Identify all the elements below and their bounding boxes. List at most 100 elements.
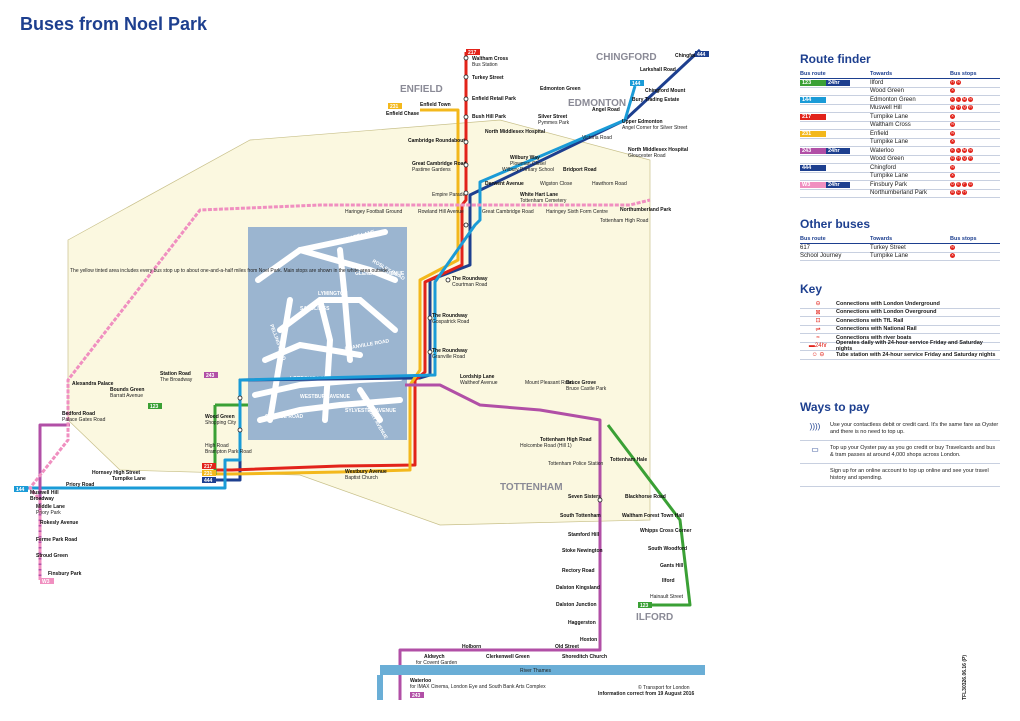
key-text: Connections with London Overground	[836, 309, 937, 316]
badge-w3-left-text: W3	[42, 579, 50, 585]
pay-item: ▭Top up your Oyster pay as you go credit…	[800, 441, 1000, 464]
stop-letter-icon: H	[956, 156, 961, 162]
stop-hornsey-high-street: Hornsey High Street	[92, 470, 140, 476]
stop-letter-icon: X	[950, 113, 955, 119]
key-item: ⊠Connections with London Overground	[800, 309, 1000, 317]
stop-priory-park: Priory Park	[36, 510, 61, 516]
ways-to-pay-heading: Ways to pay	[800, 400, 870, 414]
route-cell	[800, 172, 870, 181]
key-symbol-icon: ☺ ⊖	[811, 352, 825, 359]
key-item: ≈Connections with river boats	[800, 334, 1000, 343]
stop-granville-road: Granville Road	[432, 354, 465, 360]
stop-roundway-3: The Roundway	[432, 348, 468, 354]
area-edmonton: EDMONTON	[568, 98, 626, 109]
stop-letter-icon: R	[968, 156, 973, 162]
key-heading: Key	[800, 282, 823, 296]
stop-larkshall-road: Larkshall Road	[640, 67, 676, 73]
stop-seven-sisters: Seven Sisters	[568, 494, 601, 500]
route-number-badge: 217	[800, 113, 826, 120]
route-number-badge: 144	[800, 96, 826, 103]
stop-holcombe-road: Holcombe Road (Hill 1)	[520, 443, 572, 449]
stop-white-hart-lane: White Hart Lane	[520, 192, 558, 198]
stop-letter-icon: F	[962, 181, 967, 187]
stop-letter-icon: N	[968, 96, 973, 102]
route-cell	[800, 189, 870, 198]
badge-123-east-text: 123	[640, 603, 649, 609]
badge-123-east	[638, 602, 652, 608]
pay-item: ))))Use your contactless debit or credit…	[800, 418, 1000, 441]
stop-stamford-hill: Stamford Hill	[568, 532, 600, 538]
route-cell: 144	[800, 95, 870, 105]
stop-bush-hill-park: Bush Hill Park	[472, 114, 506, 120]
stop-haringey-football: Haringey Football Ground	[345, 209, 402, 215]
key-item: ⊖Connections with London Underground	[800, 300, 1000, 309]
stop-bridport-road: Bridport Road	[563, 167, 597, 173]
stops-cell: N	[950, 129, 1000, 139]
route-cell	[800, 87, 870, 96]
stop-south-tottenham: South Tottenham	[560, 513, 601, 519]
key-items: ⊖Connections with London Underground⊠Con…	[800, 300, 1000, 360]
badge-243-bottom-text: 243	[412, 693, 421, 699]
key-symbol-icon: ≈	[816, 334, 820, 341]
stop-marker	[463, 222, 469, 228]
towards-cell: Wood Green	[870, 87, 950, 96]
stop-rectory-road: Rectory Road	[562, 568, 595, 574]
stop-wood-green: Wood Green	[205, 414, 235, 420]
stop-wilbury-way: Wilbury Way	[510, 155, 540, 161]
ways-to-pay-panel: Ways to pay ))))Use your contactless deb…	[800, 400, 1000, 487]
stop-letter-icon: D	[950, 181, 955, 187]
stop-derwent-avenue: Derwent Avenue	[485, 181, 524, 187]
route-number-badge: 444	[800, 164, 826, 171]
route-finder-panel: Route finder Bus route Towards Bus stops…	[800, 52, 1000, 198]
stop-letter-icon: K	[950, 147, 955, 153]
stops-cell: N	[950, 121, 1000, 130]
route-217-line	[215, 52, 468, 472]
towards-cell: Wood Green	[870, 155, 950, 164]
stop-letter-icon: Q	[962, 105, 967, 111]
stop-enfield-town: Enfield Town	[420, 102, 451, 108]
stop-waltheof-avenue: Waltheof Avenue	[460, 380, 498, 386]
oyster-icon: ▭	[811, 445, 819, 454]
stop-hawthorn-road: Hawthorn Road	[592, 181, 627, 187]
pay-text: Sign up for an online account to top up …	[830, 468, 989, 481]
stop-marker	[463, 190, 469, 196]
stop-letter-icon: C	[956, 190, 961, 196]
stop-old-street: Old Street	[555, 644, 579, 650]
stop-letter-icon: N	[950, 164, 955, 170]
stop-for-covent-garden: for Covent Garden	[416, 660, 457, 666]
other-buses-panel: Other buses Bus route Towards Bus stops …	[800, 217, 1000, 261]
stop-letter-icon: L	[956, 147, 961, 153]
stop-north-middlesex-2: North Middlesex Hospital	[628, 147, 689, 153]
route-finder-heading: Route finder	[800, 52, 871, 66]
stop-victoria-road: Victoria Road	[582, 135, 612, 141]
route-cell	[800, 104, 870, 113]
stop-the-broadway: The Broadway	[160, 377, 193, 383]
badge-231-left	[202, 470, 216, 476]
stop-chingford: Chingford	[675, 53, 699, 59]
stop-tottenham-police: Tottenham Police Station	[548, 461, 604, 467]
stop-great-cambridge-road-2: Great Cambridge Road	[482, 209, 534, 215]
stop-silver-street: Silver Street	[538, 114, 568, 120]
area-chingford: CHINGFORD	[596, 52, 657, 63]
towards-cell: Waltham Cross	[870, 121, 950, 130]
stop-aldwych: Aldwych	[424, 654, 445, 660]
towards-cell: Finsbury Park	[870, 180, 950, 190]
key-text: Connections with TfL Rail	[836, 317, 904, 324]
route-number-badge: 231	[800, 130, 826, 137]
stop-marker	[237, 427, 243, 433]
stop-stoke-newington: Stoke Newington	[562, 548, 603, 554]
stop-letter-icon: N	[968, 147, 973, 153]
route-144-line	[20, 85, 637, 490]
stop-letter-icon: N	[950, 122, 955, 128]
